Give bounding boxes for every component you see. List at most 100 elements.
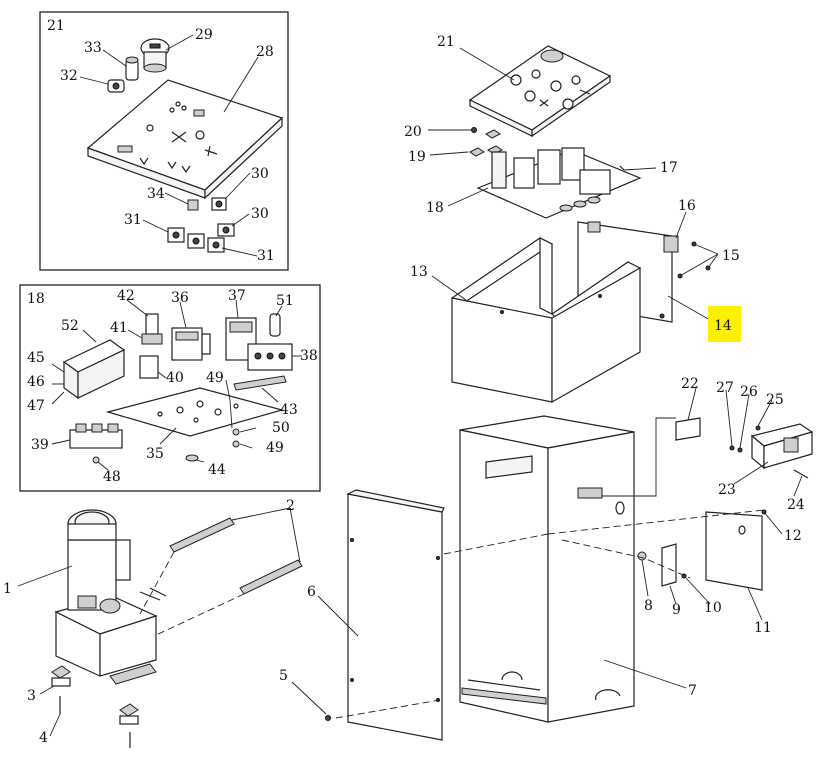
label-13: 13 — [410, 264, 428, 280]
label-39: 39 — [31, 437, 49, 453]
label-41: 41 — [110, 320, 128, 336]
screw-50 — [232, 428, 240, 436]
label-4: 4 — [39, 730, 48, 746]
label-33: 33 — [84, 40, 102, 56]
upper-assembly: 21 20 19 18 17 16 15 13 14 — [404, 34, 741, 404]
enclosure-frame-13 — [450, 237, 642, 404]
bracket-22 — [675, 417, 701, 441]
label-38: 38 — [300, 348, 318, 364]
inset-electrical-plate-frame — [19, 284, 321, 492]
label-22: 22 — [681, 376, 699, 392]
label-28: 28 — [256, 44, 274, 60]
label-16: 16 — [678, 198, 696, 214]
fuse-51 — [269, 313, 281, 337]
label-1: 1 — [3, 581, 12, 597]
label-48: 48 — [103, 469, 121, 485]
label-30-lower: 30 — [251, 206, 269, 222]
label-12: 12 — [784, 528, 802, 544]
power-supply-52 — [62, 339, 126, 400]
label-8: 8 — [644, 598, 653, 614]
label-49-upper: 49 — [206, 370, 224, 386]
part-24 — [793, 469, 809, 479]
washer-44 — [185, 454, 199, 462]
lower-assembly: 22 27 26 25 23 24 12 2 1 6 8 9 10 11 3 4… — [3, 376, 814, 748]
door-6 — [346, 489, 445, 741]
part-27 — [729, 445, 735, 451]
label-23: 23 — [718, 482, 736, 498]
label-30-upper: 30 — [251, 166, 269, 182]
label-14: 14 — [714, 318, 732, 334]
pilot-light-32 — [107, 79, 125, 93]
label-36: 36 — [171, 290, 189, 306]
nut-19 — [469, 147, 485, 157]
label-5: 5 — [279, 668, 288, 684]
label-20: 20 — [404, 124, 422, 140]
inset-control-panel-frame — [39, 11, 289, 271]
label-18-inset: 18 — [27, 291, 45, 307]
label-21-inset: 21 — [47, 18, 65, 34]
label-6: 6 — [307, 584, 316, 600]
terminal-block-39 — [69, 423, 123, 449]
mounting-plate-35 — [105, 387, 285, 437]
label-24: 24 — [787, 497, 805, 513]
label-10: 10 — [704, 600, 722, 616]
push-button-33 — [125, 56, 139, 81]
label-31-left: 31 — [124, 212, 142, 228]
control-lid-21 — [468, 45, 612, 131]
label-52: 52 — [61, 318, 79, 334]
screw-20 — [471, 127, 477, 133]
strip-2-lower — [239, 559, 303, 595]
label-19: 19 — [408, 149, 426, 165]
inset-electrical-plate: 18 42 36 37 51 52 41 38 45 46 47 40 49 4… — [19, 284, 321, 492]
screw-5 — [325, 715, 331, 721]
label-31-right: 31 — [257, 248, 275, 264]
din-rail-43 — [233, 375, 287, 391]
overload-38 — [247, 343, 293, 371]
label-2: 2 — [286, 498, 295, 514]
part-26 — [737, 447, 743, 453]
washer-8 — [637, 551, 647, 561]
label-9: 9 — [672, 602, 681, 618]
label-34: 34 — [147, 186, 165, 202]
highlight-14 — [708, 306, 741, 342]
label-21: 21 — [437, 34, 455, 50]
washer-49 — [232, 440, 240, 448]
label-11: 11 — [754, 620, 772, 636]
pad-3-left — [51, 665, 71, 679]
label-49-lower: 49 — [266, 440, 284, 456]
label-32: 32 — [60, 68, 78, 84]
label-45: 45 — [27, 350, 45, 366]
label-46: 46 — [27, 374, 45, 390]
power-unit-1 — [54, 509, 167, 685]
label-7: 7 — [688, 683, 697, 699]
label-51: 51 — [276, 293, 294, 309]
component-40 — [139, 355, 159, 379]
label-27: 27 — [716, 380, 734, 396]
inset-control-panel: 21 33 29 32 28 34 30 31 30 31 — [39, 11, 289, 271]
label-37: 37 — [228, 288, 246, 304]
label-17: 17 — [660, 160, 678, 176]
cover-plate-11 — [705, 511, 763, 591]
pad-3-right — [119, 703, 139, 717]
label-35: 35 — [146, 446, 164, 462]
label-29: 29 — [195, 27, 213, 43]
label-44: 44 — [208, 462, 226, 478]
part-25 — [755, 425, 761, 431]
label-25: 25 — [766, 392, 784, 408]
label-43: 43 — [280, 402, 298, 418]
contact-block-34 — [187, 199, 199, 211]
washer-20 — [485, 129, 501, 139]
cabinet-7 — [459, 415, 635, 723]
part-16 — [663, 235, 679, 253]
selector-switch-29 — [140, 38, 170, 73]
label-18: 18 — [426, 200, 444, 216]
label-40: 40 — [166, 370, 184, 386]
component-42 — [141, 313, 163, 345]
label-15: 15 — [722, 248, 740, 264]
label-26: 26 — [740, 384, 758, 400]
bracket-9 — [661, 543, 677, 587]
contact-blocks-30-31 — [167, 197, 235, 253]
strip-2-upper — [169, 517, 235, 553]
